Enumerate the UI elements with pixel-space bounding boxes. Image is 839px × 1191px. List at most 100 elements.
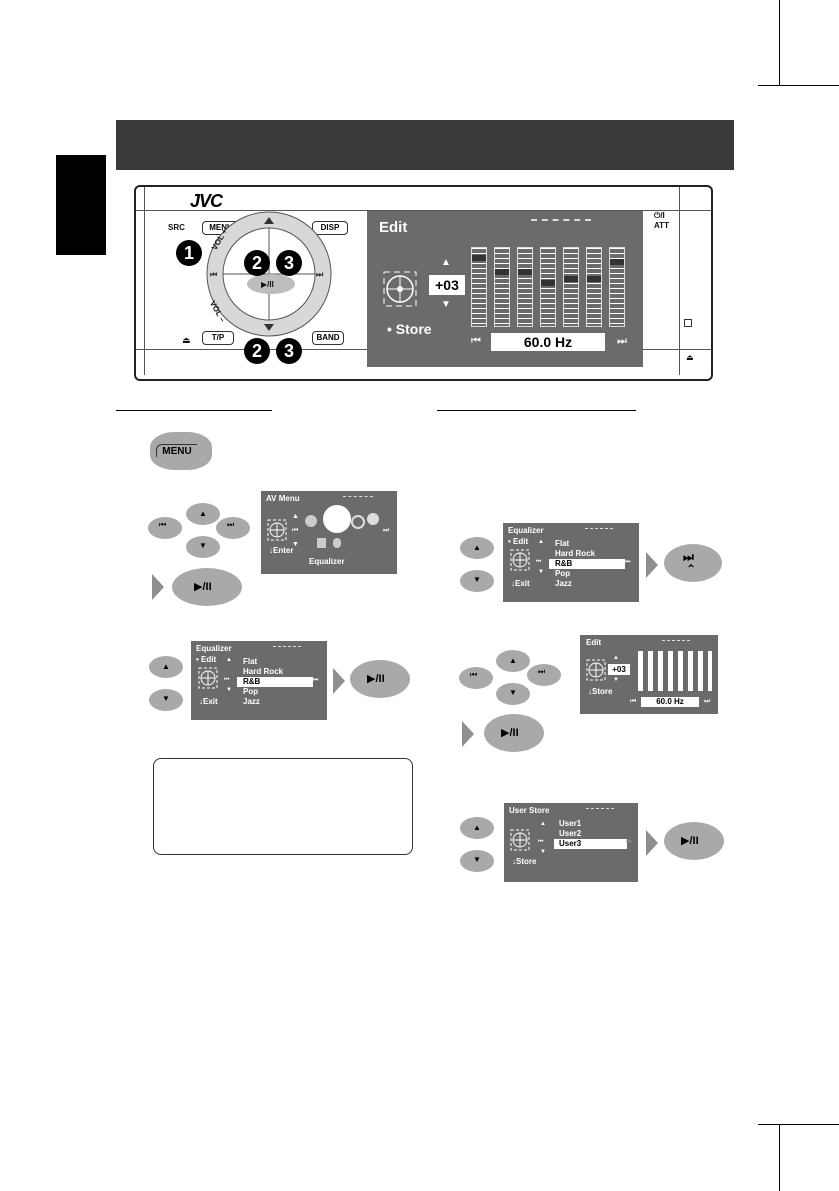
frequency-value: 60.0 Hz (641, 697, 699, 707)
edit-title: Edit (586, 638, 602, 647)
step-3-marker: 3 (276, 250, 302, 276)
chevron-up-icon: ⌃ (686, 562, 697, 576)
prev-icon: ⏮ (224, 677, 230, 683)
play-pause-icon: ▶/II (501, 727, 519, 739)
dial-icon (586, 659, 606, 681)
gain-value: +03 (608, 664, 630, 675)
arrow-right-icon (333, 668, 345, 694)
up-button[interactable]: ▲ (496, 650, 530, 672)
disc-icon (351, 515, 365, 529)
prev-icon: ⏮ (536, 559, 542, 565)
edit-label: • Edit (196, 655, 217, 664)
note-box (153, 758, 413, 855)
dial-icon (383, 271, 417, 307)
eq-slider (609, 247, 625, 327)
prev-icon: ⏮ (470, 670, 478, 679)
crop-mark (779, 1125, 780, 1191)
section-header-bar (116, 120, 734, 170)
next-up-button[interactable]: ⏭ (527, 664, 561, 686)
down-button[interactable]: ▼ (186, 536, 220, 558)
user-store-screen: User Store ↓Store ▲ ⏮ ▼ User1 User2 User… (504, 803, 638, 882)
down-icon: ▼ (162, 694, 170, 703)
prev-icon: ⏮ (630, 698, 637, 705)
dashes (343, 496, 373, 497)
section-underline (437, 410, 636, 411)
av-menu-screen: AV Menu ↓Enter ▲ ⏮ ▼ ⏭ Equalizer (261, 491, 397, 574)
list-item-selected: R&B (549, 559, 625, 569)
disp-button[interactable]: DISP (312, 221, 348, 235)
prev-down-button[interactable]: ⏮ (459, 667, 493, 689)
down-icon: ▼ (199, 541, 207, 550)
up-button[interactable]: ▲ (149, 656, 183, 678)
equalizer-title: Equalizer (196, 644, 232, 653)
play-pause-button[interactable]: ▶/II (350, 660, 410, 698)
play-pause-button[interactable]: ▶/II (484, 714, 544, 752)
down-icon: ▼ (226, 687, 232, 693)
arrow-right-icon (646, 830, 658, 856)
down-icon: ▼ (473, 855, 481, 864)
section-underline (116, 410, 272, 411)
eq-slider (494, 247, 510, 327)
dial-icon (510, 829, 530, 851)
head-unit-illustration: JVC SRC MENU DISP T/P BAND ⏏ ⏻/I ATT ⏏ ⏮… (134, 185, 713, 381)
dial-icon (198, 667, 218, 689)
clock-icon (367, 513, 379, 525)
store-label: • Store (387, 321, 432, 337)
eq-slider-knob (587, 276, 601, 282)
up-button[interactable]: ▲ (460, 817, 494, 839)
next-icon: ⏭ (538, 667, 546, 676)
divider (136, 210, 711, 211)
prev-icon: ⏮ (538, 839, 544, 845)
down-button[interactable]: ▼ (460, 850, 494, 872)
step-2-marker: 2 (244, 338, 270, 364)
next-up-button[interactable]: ⏭ ⌃ (664, 544, 722, 582)
list-item: Flat (555, 539, 570, 548)
eject-icon[interactable]: ⏏ (182, 335, 191, 345)
tp-button[interactable]: T/P (202, 331, 234, 345)
av-menu-title: AV Menu (266, 494, 300, 503)
edit-label: • Edit (508, 537, 529, 546)
up-button[interactable]: ▲ (460, 537, 494, 559)
up-icon: ▲ (162, 662, 170, 671)
store-label: ↓Store (588, 687, 613, 696)
dashes (662, 640, 690, 641)
eq-slider (563, 247, 579, 327)
eq-slider (471, 247, 487, 327)
next-up-button[interactable]: ⏭ (216, 517, 250, 539)
down-button[interactable]: ▼ (460, 570, 494, 592)
dashes (586, 808, 614, 809)
next-icon: ⏭ (313, 677, 319, 683)
list-item: Jazz (555, 579, 572, 588)
menu-button-illustration[interactable]: MENU (150, 432, 212, 470)
display-title: Edit (379, 219, 408, 236)
up-icon: ▲ (509, 656, 517, 665)
band-button[interactable]: BAND (312, 331, 344, 345)
down-button[interactable]: ▼ (149, 689, 183, 711)
prev-down-button[interactable]: ⏮ (148, 517, 182, 539)
edit-screen: Edit ↓Store ▲ ▼ +03 ⏮ ⏭ 60.0 Hz (580, 635, 718, 714)
list-item: Pop (555, 569, 571, 578)
eq-bars (638, 651, 712, 691)
equalizer-icon (323, 505, 351, 533)
language-tab (56, 155, 106, 255)
power-icon[interactable]: ⏻/I (654, 211, 665, 220)
up-icon: ▲ (441, 257, 451, 268)
enter-label: ↓Enter (269, 546, 294, 555)
down-icon: ▼ (441, 299, 451, 310)
play-pause-icon: ▶/II (681, 835, 699, 847)
exit-label: ↓Exit (199, 697, 218, 706)
down-icon: ▼ (509, 688, 517, 697)
next-icon: ⏭ (704, 698, 711, 705)
down-button[interactable]: ▼ (496, 683, 530, 705)
play-pause-button[interactable]: ▶/II (664, 822, 724, 860)
sun-icon (305, 515, 317, 527)
up-button[interactable]: ▲ (186, 503, 220, 525)
dial-icon (267, 519, 287, 541)
play-pause-button[interactable]: ▶/II (172, 568, 242, 606)
list-item: User1 (559, 819, 582, 828)
play-pause-icon: ▶/II (367, 673, 385, 685)
att-label: ATT (654, 221, 669, 230)
up-icon: ▲ (473, 543, 481, 552)
src-label: SRC (168, 223, 185, 232)
up-icon: ▲ (226, 657, 232, 663)
